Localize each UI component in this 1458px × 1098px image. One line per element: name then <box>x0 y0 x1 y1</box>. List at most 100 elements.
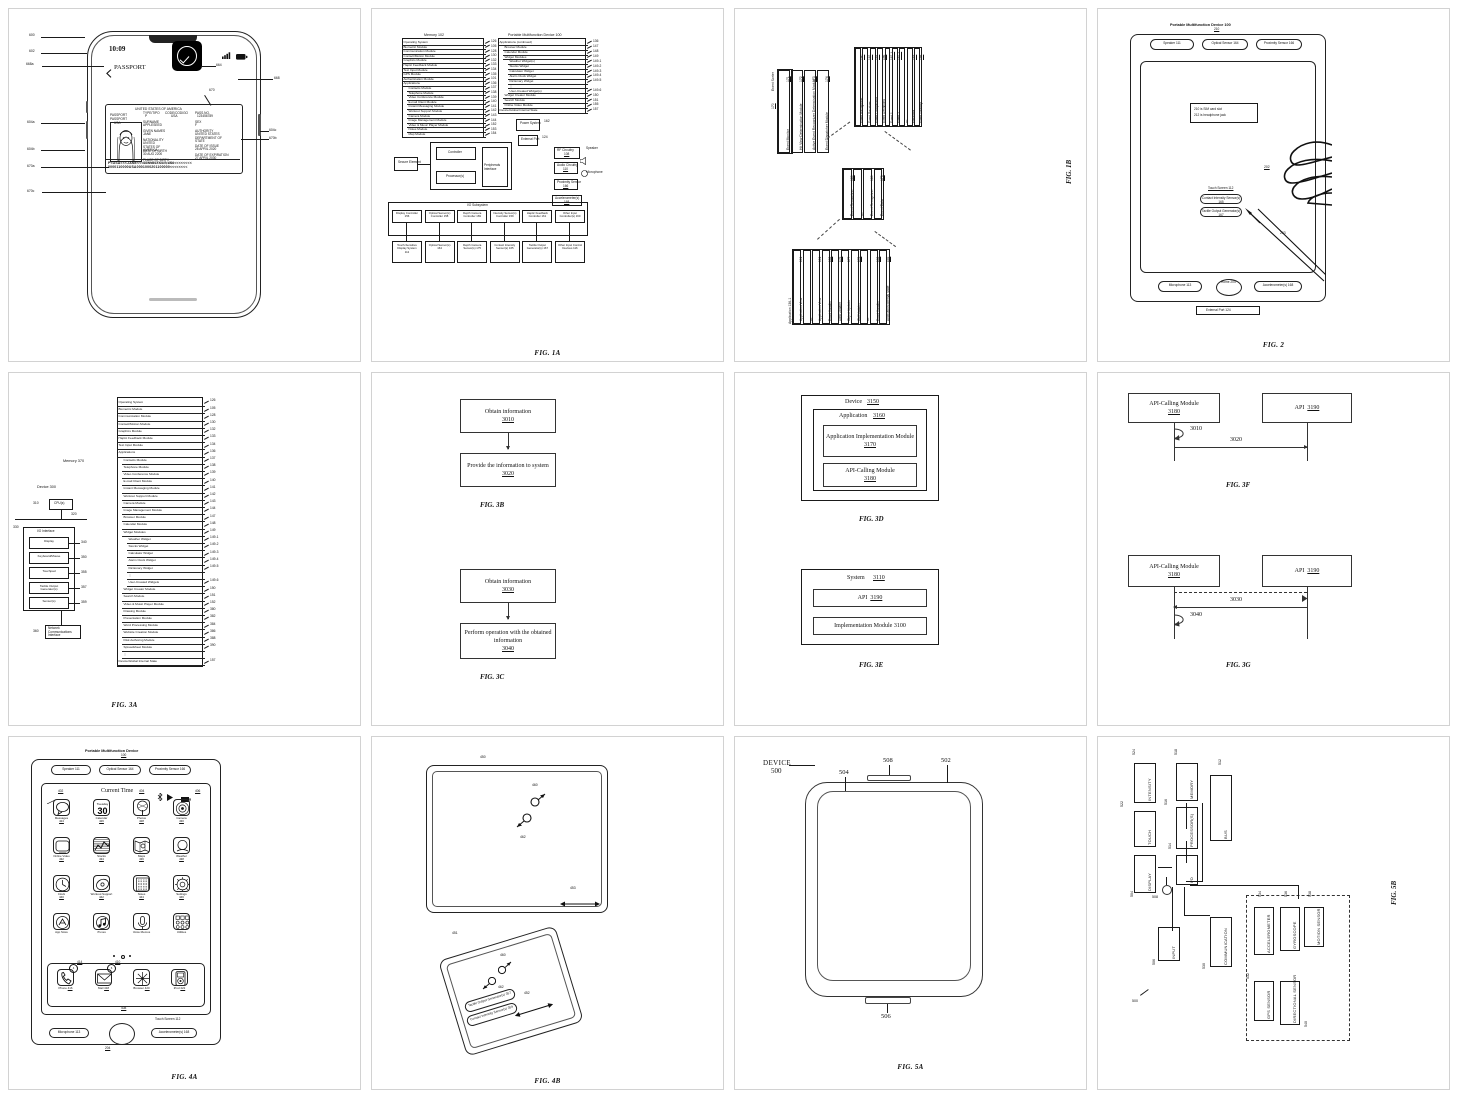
page-dot-1[interactable] <box>113 955 115 957</box>
api-box-3e: API 3190 <box>813 589 927 607</box>
ref-203: 203 <box>1280 231 1286 235</box>
fig1b-column <box>869 48 876 126</box>
svg-text:30: 30 <box>97 806 107 816</box>
secure-element-label: Secure Element <box>398 160 421 164</box>
net-stem-3a <box>61 611 62 625</box>
fig5b-block-label: INTENSITY <box>1147 778 1152 801</box>
api-calling-label-3f: API-Calling Module <box>1149 401 1199 407</box>
figure-page-fig3bc: Obtain information 3010 Provide the info… <box>371 372 724 726</box>
audio-ref: 110 <box>563 167 569 171</box>
side-button-604a[interactable] <box>85 101 88 113</box>
module-row: Telephone Module <box>407 91 486 97</box>
app-icon-messages[interactable] <box>53 799 70 816</box>
module-row: Weather Widget(s) <box>508 59 588 66</box>
pill-contact-intensity: Contact Intensity Sensor(s) 165 <box>1200 194 1242 205</box>
app-icon-weather[interactable] <box>173 837 190 854</box>
audio-circuitry-box <box>554 162 578 174</box>
app-icon-maps[interactable] <box>133 837 150 854</box>
contact-462-icon <box>516 813 532 834</box>
io-item-box-3a: Tactile Output Generator(s) <box>29 582 69 594</box>
app-icon-workout-support[interactable] <box>93 875 110 892</box>
cpu-box-3a <box>49 499 73 510</box>
ref-508-5b: 508 <box>1152 895 1158 899</box>
ref-leader <box>204 609 209 613</box>
dock-icon-browser[interactable] <box>133 969 150 986</box>
side-button-604c[interactable] <box>258 114 261 136</box>
application-label-3d: Application <box>839 413 868 419</box>
figure-caption-1a: FIG. 1A <box>534 349 561 357</box>
app-icon-itunes[interactable] <box>93 913 110 930</box>
ref-leader <box>485 58 490 62</box>
app-icon-voice-memos[interactable] <box>133 913 150 930</box>
passport-left-2: USA <box>114 121 121 125</box>
ref-numeral: 132 <box>491 57 497 62</box>
figure-caption-3g: FIG. 3G <box>1226 661 1251 669</box>
module-row: Widget Creator Module <box>122 586 205 595</box>
io-controller-label: Other Input Controller(s) 160 <box>559 211 581 219</box>
module-row: Video & Music Player Module <box>407 123 486 129</box>
fig5b-block-processor-s- <box>1176 807 1198 849</box>
ref-numeral: 147 <box>210 513 216 518</box>
ref-numeral: 101 <box>491 76 497 81</box>
module-row: Biometric Module <box>402 45 486 51</box>
ref-600: 600 <box>29 33 35 37</box>
ref-numeral: 136 <box>491 80 497 85</box>
ref-402: 402 <box>58 789 64 793</box>
back-chevron-icon[interactable] <box>106 65 112 83</box>
home-button-4a[interactable] <box>109 1023 135 1045</box>
ref-numeral: 138 <box>491 90 497 94</box>
io-item-box-3a: Display <box>29 537 69 549</box>
api-calling-label-3d: API-Calling Module <box>845 468 895 474</box>
ref-leader <box>204 645 209 649</box>
ref-leader <box>204 544 209 548</box>
memory-label-3a: Memory 370 <box>63 459 85 463</box>
io-controller-box: Haptic Feedback Controller 161 <box>522 210 553 223</box>
side-button-604b[interactable] <box>85 121 88 139</box>
ref-604c: 604c <box>269 128 277 132</box>
fig1b-column-ref: 179 <box>880 175 885 181</box>
dock-icon-ipod[interactable] <box>171 969 188 986</box>
module-row: ⋮ <box>127 572 205 580</box>
dock-icon-mail[interactable] <box>95 969 112 986</box>
module-row: Communication Module <box>402 49 486 55</box>
ref-leader <box>485 114 490 117</box>
ref-leader <box>587 45 592 49</box>
module-row: Instant Messaging Module <box>122 485 205 494</box>
ref-leader <box>587 55 592 58</box>
pill-accelerometer-4a: Accelerometer(s) 168 <box>151 1028 197 1038</box>
ref-leader <box>204 465 209 469</box>
rot-ref-452: 452 <box>524 991 530 995</box>
dock-icon-label: Browser 420 <box>133 986 150 990</box>
phone-inner-screen <box>91 35 257 314</box>
module-row: Communication Module <box>117 413 205 422</box>
module-row: Graphics Module <box>117 428 205 436</box>
app-icon-stocks[interactable] <box>93 837 110 854</box>
home-button-fig2[interactable] <box>1216 279 1242 296</box>
ref-leader <box>485 68 490 71</box>
module-row: Dictionary Widget <box>508 79 588 85</box>
fig5b-block-display <box>1134 855 1156 893</box>
app-icon-photos[interactable] <box>133 799 150 816</box>
ref-numeral: 149-6 <box>593 87 602 92</box>
ref-numeral: 135 <box>491 71 497 76</box>
app-icon-camera[interactable] <box>173 799 190 816</box>
ref-numeral: 150 <box>593 92 599 97</box>
page-dot-3[interactable] <box>129 955 131 957</box>
io-item-label-3a: Tactile Output Generator(s) <box>39 583 59 592</box>
app-icon-settings[interactable] <box>173 875 190 892</box>
dock-icon-phone[interactable] <box>57 969 74 986</box>
ref-leader <box>204 624 209 627</box>
page-dot-2[interactable] <box>121 955 125 959</box>
app-icon-online-video[interactable] <box>53 837 70 854</box>
app-icon-clock[interactable] <box>53 875 70 892</box>
app-icon-app-store[interactable] <box>53 913 70 930</box>
io-device-label: Depth Camera Sensor(s) 175 <box>463 243 482 251</box>
ref-406: 406 <box>195 789 201 793</box>
io-device-label: Contact Intensity Sensor(s) 165 <box>494 243 516 251</box>
app-icon-notes[interactable] <box>133 875 150 892</box>
app-icon-utilities[interactable] <box>173 913 190 930</box>
module-row: Authentication Module <box>402 77 486 83</box>
ref-451: 451 <box>452 931 458 935</box>
